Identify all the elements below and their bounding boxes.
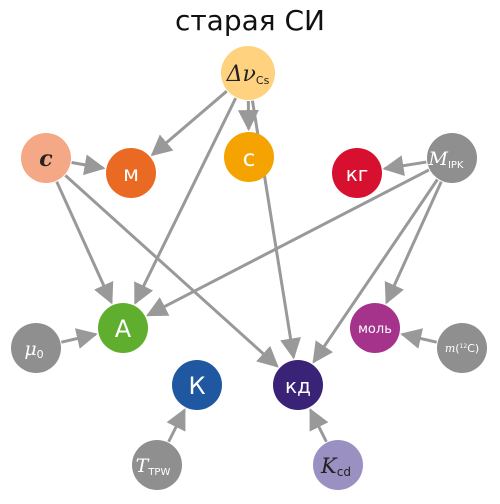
svg-text:Kcd: Kcd — [320, 454, 351, 479]
node-kg-label: кг — [346, 162, 369, 186]
edge-c-to-m — [71, 154, 106, 176]
node-kg: кг — [332, 148, 382, 198]
node-c: c — [21, 133, 71, 183]
node-c-label: c — [39, 146, 53, 172]
node-delta-nu-cs: ΔνCs — [221, 46, 275, 100]
node-m-ipk: MIPK — [427, 133, 477, 183]
edge-m12c-to-mol — [400, 328, 437, 349]
svg-text:ΔνCs: ΔνCs — [226, 62, 270, 87]
edges-layer — [55, 90, 443, 443]
node-m-ipk-symbol: M — [427, 148, 448, 170]
node-t-tpw-symbol: T — [136, 455, 150, 477]
node-mu0: μ0 — [11, 323, 61, 373]
node-a-label: А — [115, 315, 132, 343]
node-m12c-superscript: 12 — [460, 343, 468, 350]
node-kd: кд — [273, 360, 323, 410]
node-m-ipk-subscript: IPK — [448, 160, 464, 171]
node-m12c-paren-open: ( — [455, 342, 459, 355]
node-k-cd-symbol: K — [320, 454, 338, 478]
node-m12c-element: C — [467, 342, 475, 355]
node-m12c: m(12C) — [437, 323, 487, 373]
node-t-tpw: TTPW — [132, 440, 182, 490]
svg-text:μ0: μ0 — [24, 338, 43, 361]
node-k-cd-subscript: cd — [337, 465, 351, 479]
edge-mu0-to-a — [61, 328, 98, 349]
node-s: с — [224, 132, 274, 182]
svg-text:TTPW: TTPW — [136, 455, 171, 478]
node-mu0-symbol: μ — [24, 338, 36, 360]
node-t-tpw-subscript: TPW — [147, 467, 170, 478]
node-kd-label: кд — [285, 374, 311, 398]
diagram-title: старая СИ — [174, 4, 326, 37]
edge-m_ipk-to-a — [146, 168, 430, 317]
edge-k_cd-to-kd — [309, 408, 329, 443]
node-s-label: с — [243, 146, 256, 172]
node-mol: моль — [350, 303, 400, 353]
svg-text:c: c — [39, 146, 53, 172]
edge-m_ipk-to-kd — [312, 178, 439, 364]
edge-delta_nu_cs-to-a — [133, 97, 238, 305]
svg-text:MIPK: MIPK — [427, 148, 463, 171]
node-mu0-subscript: 0 — [37, 348, 44, 361]
edge-m_ipk-to-kg — [382, 155, 427, 177]
edge-m_ipk-to-mol — [384, 181, 443, 305]
node-m: м — [106, 148, 156, 198]
node-m12c-paren-close: ) — [475, 342, 479, 355]
node-m12c-symbol: m — [445, 342, 455, 355]
node-delta-nu-cs-subscript: Cs — [256, 74, 270, 87]
edge-c-to-a — [55, 181, 114, 305]
node-k-cd: Kcd — [313, 440, 363, 490]
edge-t_tpw-to-k — [166, 408, 186, 443]
node-delta-nu-cs-symbol: Δν — [226, 62, 256, 87]
edge-delta_nu_cs-to-m — [150, 90, 228, 157]
svg-text:m(12C): m(12C) — [445, 342, 479, 355]
node-mol-label: моль — [358, 322, 392, 337]
edge-c-to-kd — [64, 174, 279, 368]
node-k: К — [172, 360, 222, 410]
node-m-label: м — [123, 162, 139, 186]
node-a: А — [98, 303, 148, 353]
node-k-label: К — [188, 372, 205, 400]
